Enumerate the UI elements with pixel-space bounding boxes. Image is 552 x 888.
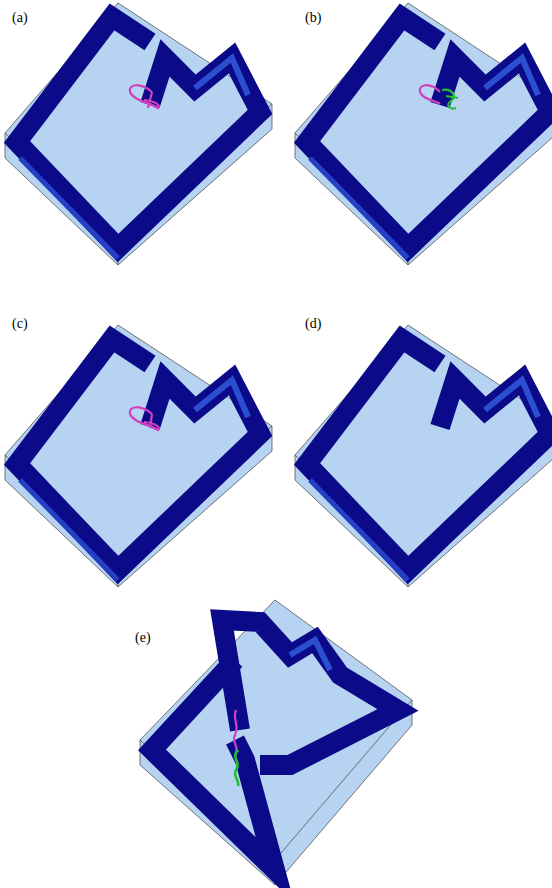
panel-label: (a): [12, 10, 28, 26]
panel-label: (e): [135, 630, 151, 646]
panel-label: (c): [12, 316, 28, 332]
panel-label: (b): [305, 10, 321, 26]
panel-label: (d): [305, 316, 321, 332]
